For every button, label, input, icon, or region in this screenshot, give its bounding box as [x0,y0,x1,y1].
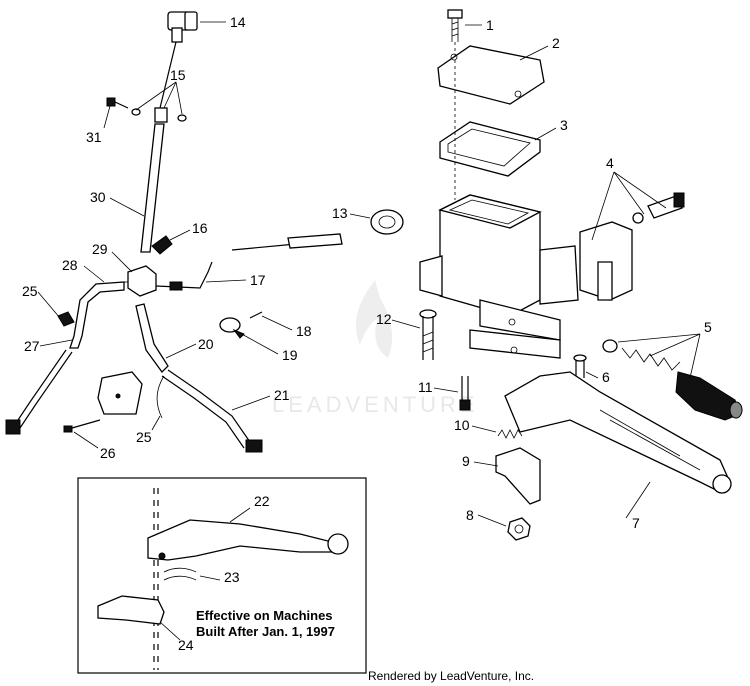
callout-23: 23 [224,569,240,585]
part-13-seal-ring [370,209,404,235]
callout-12: 12 [376,311,392,327]
part-26-screw [63,419,101,433]
part-20-hose [135,303,263,453]
part-25-clip-upper [57,311,75,327]
callout-26: 26 [100,445,116,461]
callout-25-upper: 25 [22,283,38,299]
master-cylinder-assembly [370,9,743,541]
part-4-clamp [579,192,685,301]
leader-lines [37,21,701,527]
part-29-junction-block [120,265,157,297]
part-18-screw [249,311,263,319]
callout-10: 10 [454,417,470,433]
callout-labels: 1 2 3 4 5 6 7 8 9 10 11 12 13 14 15 16 1… [22,14,712,653]
callout-29: 29 [92,241,108,257]
inset-note-line2: Built After Jan. 1, 1997 [196,624,335,639]
inset-note-line1: Effective on Machines [196,608,333,623]
part-16-fitting [151,235,173,255]
brake-line-assembly [5,11,343,453]
callout-30: 30 [90,189,106,205]
part-9-switch-block [495,447,541,505]
callout-2: 2 [552,35,560,51]
callout-22: 22 [254,493,270,509]
part-25-clip-lower [156,375,165,419]
callout-20: 20 [198,336,214,352]
inset-box: Effective on Machines Built After Jan. 1… [77,477,367,674]
part-5-piston-spring [602,339,743,421]
part-17-brake-line [155,261,213,291]
callout-14: 14 [230,14,246,30]
callout-24: 24 [178,637,194,653]
watermark-flame-icon [355,280,393,358]
inset-frame [77,477,367,674]
inset-part-22-lever [147,519,349,561]
callout-13: 13 [332,205,348,221]
callout-9: 9 [462,453,470,469]
watermark: LEADVENTURE [272,280,479,417]
footer-credit: Rendered by LeadVenture, Inc. [368,669,534,683]
callout-5: 5 [704,319,712,335]
callout-19: 19 [282,347,298,363]
part-30-hose [140,123,165,253]
callout-11: 11 [418,379,433,395]
part-1-screw [447,9,463,42]
callout-31: 31 [86,129,102,145]
part-2-reservoir-cover [437,45,545,105]
part-14-tee-fitting [167,11,198,43]
part-12-bolt [419,309,437,360]
callout-15: 15 [170,67,186,83]
callout-3: 3 [560,117,568,133]
callout-27: 27 [24,338,40,354]
callout-18: 18 [296,323,312,339]
part-8-nut [507,517,531,541]
part-19-hose-clip [219,317,245,339]
mounting-bracket [97,371,143,415]
callout-16: 16 [192,220,208,236]
callout-17: 17 [250,272,266,288]
callout-21: 21 [274,387,290,403]
callout-8: 8 [466,507,474,523]
inset-part-24-block [97,595,165,625]
part-3-gasket [439,121,541,177]
part-27-28-hose [5,281,125,435]
part-6-pivot-pin [573,354,587,378]
callout-4: 4 [606,155,614,171]
inset-part-23-spring [163,567,197,581]
part-15-washers [131,107,187,123]
upper-brake-hose [231,233,343,251]
part-11-set-screw [459,376,471,411]
callout-1: 1 [486,17,494,33]
part-10-spring [497,429,523,439]
watermark-text: LEADVENTURE [272,392,479,417]
callout-6: 6 [602,369,610,385]
callout-7: 7 [632,515,640,531]
part-31-bolt [106,97,129,109]
master-cylinder-body [419,194,579,359]
part-7-brake-lever [504,371,732,494]
callout-28: 28 [62,257,78,273]
callout-25-lower: 25 [136,429,152,445]
